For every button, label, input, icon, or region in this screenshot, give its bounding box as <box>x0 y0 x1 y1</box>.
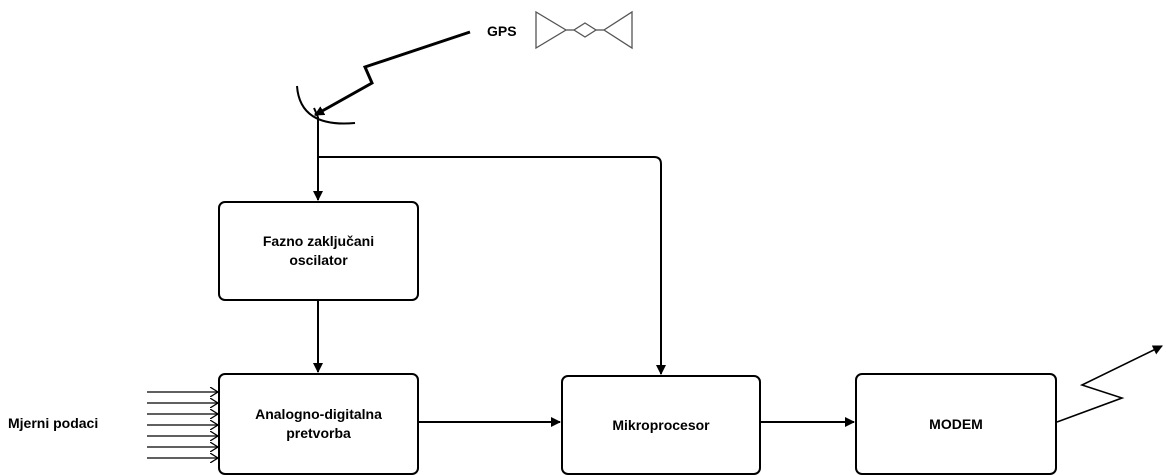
microprocessor-block: Mikroprocesor <box>561 375 761 475</box>
oscillator-label-line1: Fazno zaključani <box>262 233 375 250</box>
dish-antenna-icon <box>296 85 356 125</box>
adc-label-line1: Analogno-digitalna <box>255 406 382 423</box>
satellite-icon <box>535 10 633 50</box>
modem-label: MODEM <box>929 415 983 432</box>
modem-signal-icon <box>1056 345 1163 423</box>
measurement-input-lines <box>147 392 218 458</box>
modem-block: MODEM <box>855 373 1057 475</box>
adc-label-line2: pretvorba <box>286 425 351 441</box>
microprocessor-label: Mikroprocesor <box>612 416 710 433</box>
oscillator-block: Fazno zaključani oscilator <box>218 201 419 301</box>
gps-label: GPS <box>487 23 517 39</box>
adc-block: Analogno-digitalna pretvorba <box>218 373 419 475</box>
oscillator-label-line2: oscilator <box>289 252 348 268</box>
gps-signal-icon <box>314 30 471 117</box>
antenna-to-microprocessor-arrow <box>318 156 666 375</box>
antenna-feed <box>313 107 319 118</box>
measurement-input-label: Mjerni podaci <box>8 415 99 431</box>
